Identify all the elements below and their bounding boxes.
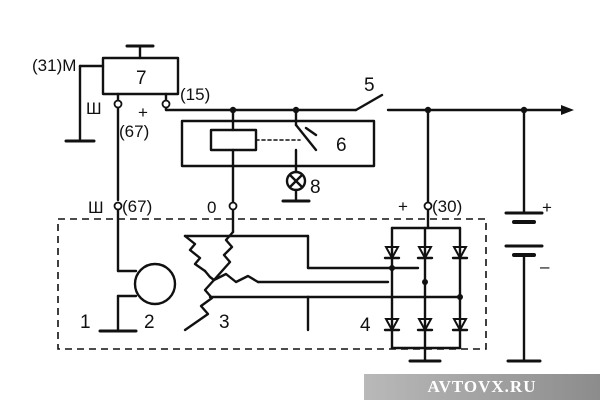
rectifier-bridge: + (30) 4 (360, 108, 469, 363)
ignition-switch: 5 (354, 75, 574, 115)
ignition-line (164, 106, 358, 114)
component-number-6: 6 (336, 135, 347, 156)
terminal-15-label: (15) (180, 85, 210, 104)
terminal-67-label: (67) (119, 122, 149, 141)
terminal-plus-label: + (138, 103, 148, 122)
terminal-67-label-2: (67) (122, 197, 152, 216)
field-winding: 1 2 (80, 208, 177, 333)
component-number-7: 7 (136, 68, 147, 89)
regulator-ground-lead: (31)M (32, 56, 105, 143)
terminal-0-label: 0 (207, 198, 216, 217)
component-number-3: 3 (219, 312, 230, 333)
stator-winding: 3 (183, 208, 460, 333)
generator-enclosure (57, 218, 487, 350)
terminal-31-m-label: (31)M (32, 56, 76, 75)
regulator-terminal-plus (161, 99, 171, 109)
terminal-sh-label-2: Ш (88, 198, 104, 217)
terminal-plus-label-2: + (398, 197, 408, 216)
component-number-4: 4 (360, 315, 371, 336)
watermark-banner: AVTOVX.RU (364, 374, 600, 400)
component-number-8: 8 (310, 177, 321, 198)
relay-box: 6 (180, 108, 376, 206)
voltage-regulator: 7 (101, 44, 180, 96)
component-number-1: 1 (80, 312, 91, 333)
battery: + – (504, 108, 552, 363)
generator-terminal-0 (228, 201, 238, 211)
regulator-terminal-sh (113, 99, 123, 109)
generator-terminal-sh (113, 201, 123, 211)
generator-terminal-30 (423, 201, 433, 211)
warning-lamp: 8 (281, 170, 321, 203)
battery-minus-label: – (540, 257, 550, 276)
component-number-5: 5 (364, 75, 375, 96)
terminal-30-label: (30) (432, 197, 462, 216)
component-number-2: 2 (144, 312, 155, 333)
watermark-text: AVTOVX.RU (427, 377, 537, 396)
terminal-sh-label: Ш (86, 99, 102, 118)
battery-plus-label: + (542, 198, 552, 217)
